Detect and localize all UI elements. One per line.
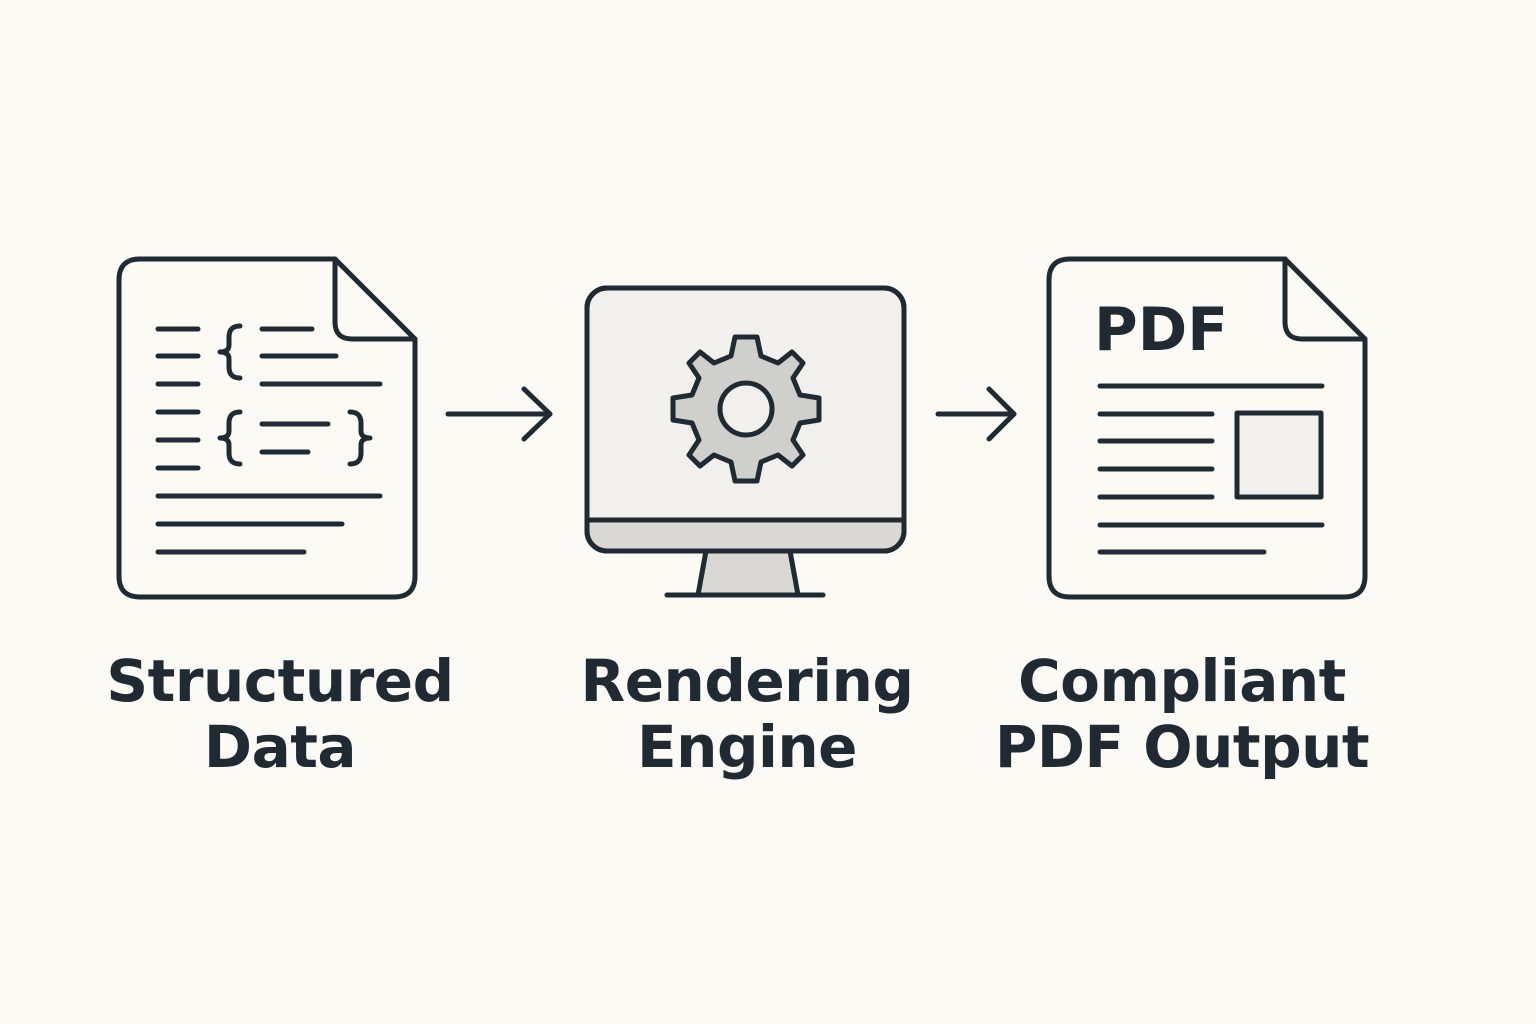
- arrow-right-icon: [445, 386, 553, 442]
- label-line: Structured: [106, 647, 454, 715]
- arrow-right-icon: [935, 386, 1017, 442]
- label-line: Compliant: [1018, 647, 1346, 715]
- json-document-icon: [116, 256, 418, 600]
- label-line: Rendering: [580, 647, 914, 715]
- image-placeholder: [1234, 410, 1324, 500]
- step-label-rendering-engine: Rendering Engine: [537, 648, 957, 780]
- pdf-document-icon: [1046, 256, 1368, 600]
- label-line: PDF Output: [994, 713, 1370, 781]
- step-label-compliant-pdf-output: Compliant PDF Output: [972, 648, 1392, 780]
- gear-icon: [670, 334, 822, 484]
- monitor-gear-icon: [584, 285, 907, 598]
- pdf-badge-text: PDF: [1094, 295, 1228, 365]
- label-line: Data: [203, 713, 357, 781]
- label-line: Engine: [637, 713, 857, 781]
- step-label-structured-data: Structured Data: [70, 648, 490, 780]
